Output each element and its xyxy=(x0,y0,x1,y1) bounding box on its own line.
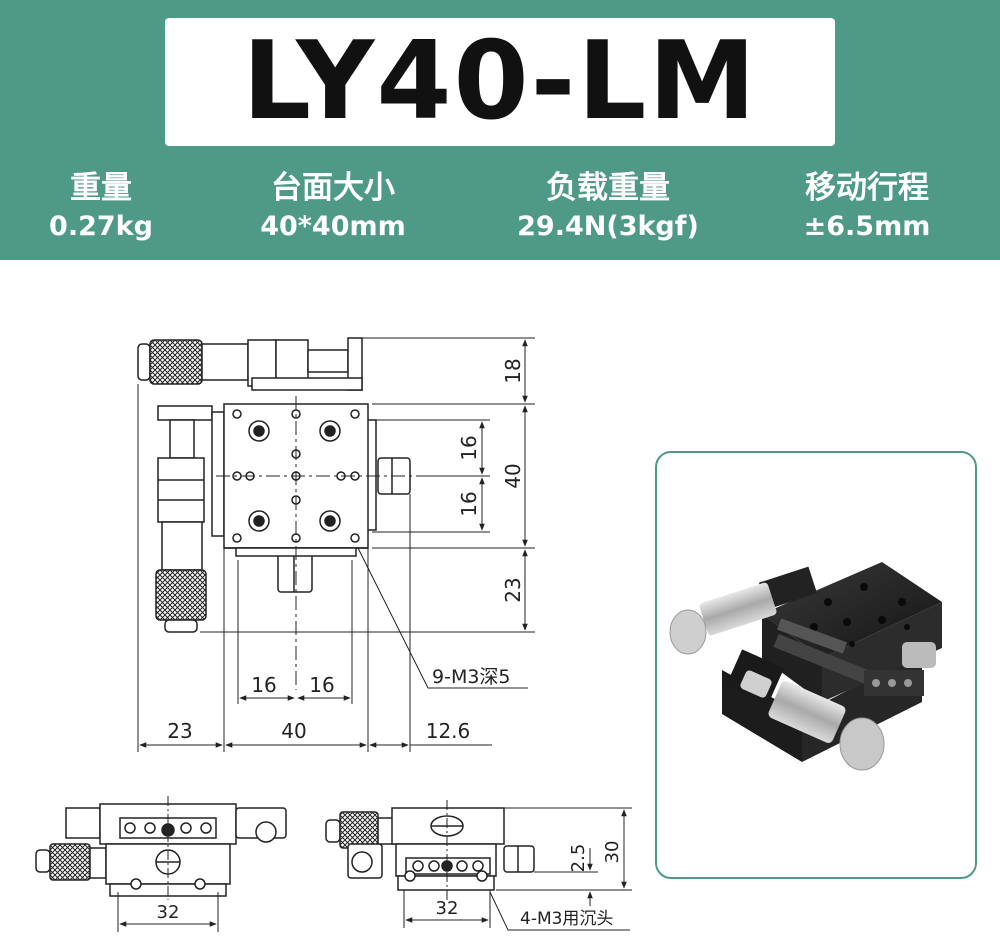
spec-table-size: 台面大小 40*40mm xyxy=(218,168,448,246)
spec-load-label: 负载重量 xyxy=(546,170,670,206)
dim-18: 18 xyxy=(501,358,525,383)
side-view-right xyxy=(325,800,535,900)
spec-load: 负载重量 29.4N(3kgf) xyxy=(493,168,723,246)
dim-16-upper: 16 xyxy=(457,435,481,460)
m3-holes xyxy=(232,409,360,543)
side-right-dim-30: 30 xyxy=(602,841,623,864)
spec-weight-value: 0.27kg xyxy=(49,211,153,242)
spec-weight-label: 重量 xyxy=(70,170,132,206)
spec-travel-label: 移动行程 xyxy=(805,170,929,206)
top-view-dimensions xyxy=(137,337,535,752)
product-title: LY40-LM xyxy=(165,18,835,146)
photo-micrometer-front xyxy=(725,649,885,771)
product-photo-frame xyxy=(655,451,977,879)
technical-drawing: 18 16 40 16 23 16 16 23 40 12.6 9-M3深5 3… xyxy=(35,337,632,932)
dim-16-bottom-left: 16 xyxy=(251,673,276,697)
side-view-left-dimensions xyxy=(117,892,219,932)
mount-note: 4-M3用沉头 xyxy=(520,909,613,929)
photo-micrometer-top xyxy=(669,566,936,668)
spec-header: LY40-LM 重量 0.27kg 台面大小 40*40mm 负载重量 29.4… xyxy=(0,0,1000,260)
spec-travel-value: ±6.5mm xyxy=(803,211,931,242)
dim-40-right: 40 xyxy=(501,463,525,488)
dim-23-right: 23 xyxy=(501,577,525,602)
side-right-dim-2-5: 2.5 xyxy=(568,844,589,873)
side-right-dim-32: 32 xyxy=(436,898,459,919)
side-view-right-dimensions xyxy=(403,807,632,931)
spec-load-value: 29.4N(3kgf) xyxy=(517,211,699,242)
dim-16-bottom-right: 16 xyxy=(309,673,334,697)
side-view-left xyxy=(35,796,287,900)
spec-travel: 移动行程 ±6.5mm xyxy=(752,168,982,246)
left-micrometer xyxy=(155,405,213,633)
top-micrometer xyxy=(137,337,363,391)
dim-40-bottom: 40 xyxy=(281,719,306,743)
side-left-dim-32: 32 xyxy=(157,902,180,923)
spec-weight: 重量 0.27kg xyxy=(0,168,216,246)
top-view-dimension-text: 18 16 40 16 23 16 16 23 40 12.6 9-M3深5 xyxy=(167,358,525,743)
spec-table-size-label: 台面大小 xyxy=(271,170,395,206)
top-view xyxy=(137,337,430,690)
product-photo xyxy=(669,562,942,771)
hole-note: 9-M3深5 xyxy=(432,666,511,688)
dim-16-lower: 16 xyxy=(457,491,481,516)
spec-table-size-value: 40*40mm xyxy=(260,211,406,242)
dim-12-6: 12.6 xyxy=(426,719,471,743)
dim-23-left: 23 xyxy=(167,719,192,743)
